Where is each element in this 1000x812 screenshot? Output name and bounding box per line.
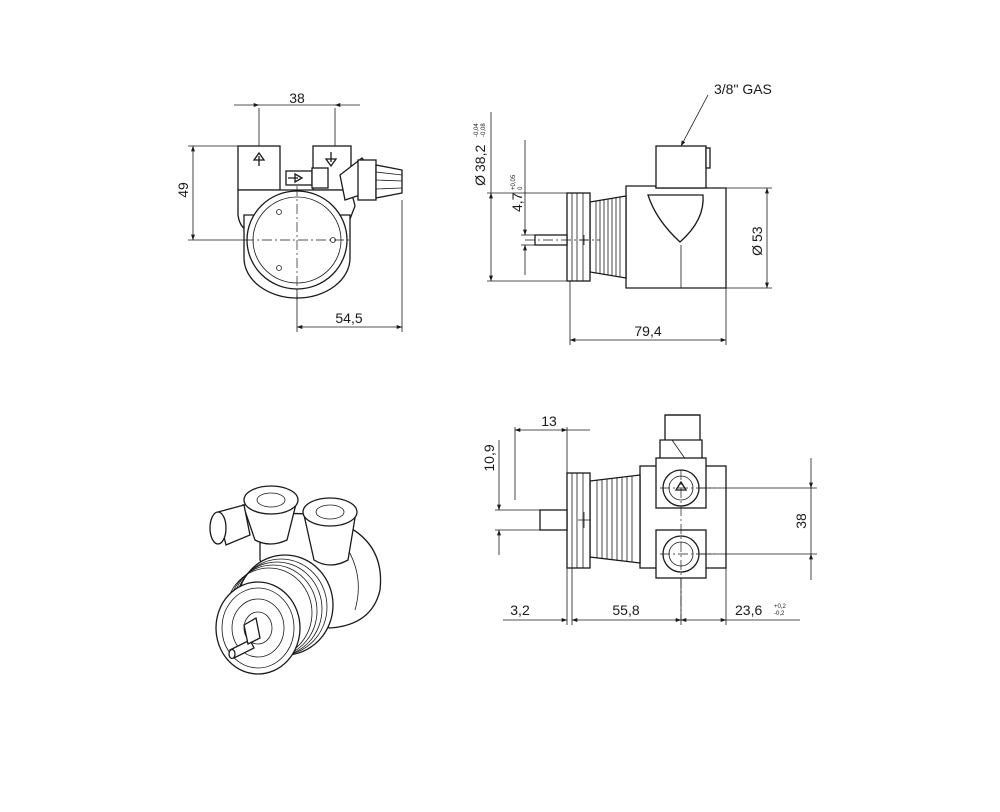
dim-shaft-tol-upper: +0,05	[511, 174, 517, 190]
dim-shaft-height: 4,7	[509, 192, 525, 212]
dim-flange-thickness: 3,2	[510, 602, 530, 618]
dim-port-tol-lower: -0,2	[774, 611, 785, 617]
arrow-up-icon	[252, 151, 266, 166]
side-flange	[566, 192, 591, 282]
isometric-view	[209, 485, 382, 675]
front-flange	[566, 472, 591, 569]
dim-shaft-length: 13	[541, 413, 557, 429]
dim-bore-diameter: 38,2	[472, 145, 488, 172]
front-shaft	[539, 509, 568, 531]
dim-top-height: 49	[175, 182, 191, 198]
side-view: 3/8" GAS Ø 38,2 -0,04 -0,08 4,7 +0,05 0 …	[472, 81, 772, 345]
dim-body-diameter: 53	[749, 226, 765, 242]
top-view: 38 49 54,5	[175, 90, 403, 332]
dim-port-position: 55,8	[612, 602, 639, 618]
dim-thread: 3/8" GAS	[714, 81, 772, 97]
dim-port-depth: 23,6	[735, 602, 762, 618]
arrow-right-icon	[288, 172, 304, 184]
dim-shaft-offset: 10,9	[481, 444, 497, 471]
front-view: 13 10,9 38 3,2 55,8 23,6 +0,2 -0,2	[481, 413, 817, 625]
dim-bore-tol-lower: -0,08	[481, 123, 487, 137]
bypass-valve	[375, 164, 403, 199]
dim-bore-symbol: Ø	[472, 175, 488, 186]
dim-top-offset: 54,5	[335, 310, 362, 326]
arrow-down-icon	[324, 152, 338, 168]
dim-port-spacing: 38	[793, 513, 809, 529]
dim-bore-tol-upper: -0,04	[474, 123, 480, 137]
dim-body-symbol: Ø	[749, 245, 765, 256]
dim-port-tol-upper: +0,2	[774, 604, 787, 610]
dim-top-width: 38	[289, 90, 305, 106]
dim-shaft-tol-lower: 0	[518, 186, 524, 190]
side-bypass	[647, 194, 704, 243]
dim-body-length: 79,4	[634, 323, 661, 339]
side-port	[655, 145, 707, 189]
